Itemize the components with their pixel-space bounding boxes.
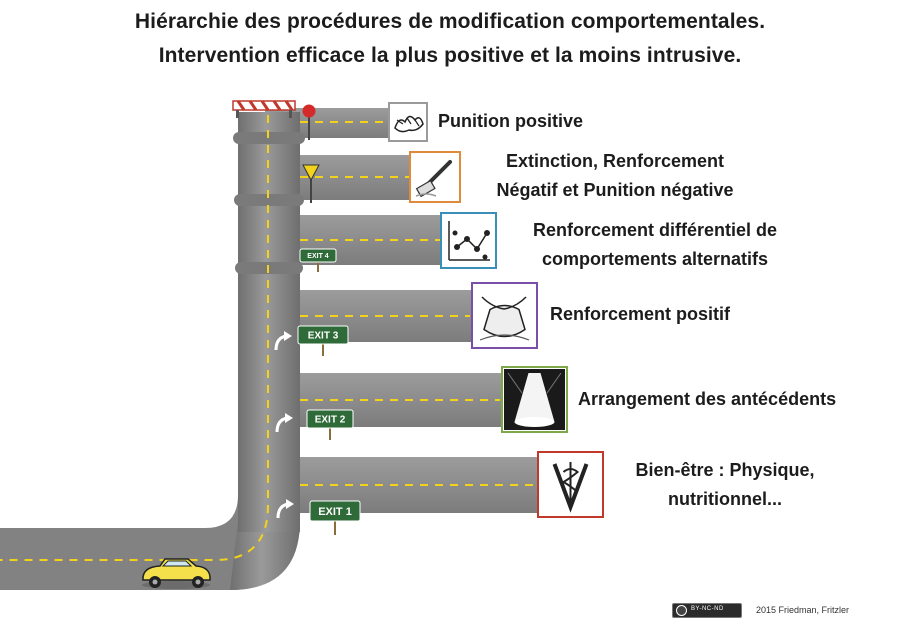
exit-sign-label: EXIT 2 — [315, 415, 346, 426]
spotlight-icon — [501, 366, 568, 433]
exit-sign-1: EXIT 1 — [309, 500, 361, 535]
turn-arrows — [274, 331, 294, 519]
level-label-4: Renforcement positif — [550, 304, 731, 324]
level-label-1: Punition positive — [438, 111, 584, 131]
exit-sign-4: EXIT 4 — [299, 248, 337, 272]
exit-sign-label: EXIT 1 — [318, 506, 352, 518]
yield-sign-icon — [302, 164, 320, 203]
level-label-6: Bien-être : Physique,nutritionnel... — [635, 460, 815, 509]
eraser-icon — [409, 151, 461, 203]
exit-sign-label: EXIT 4 — [307, 253, 329, 260]
stop-sign-icon — [302, 104, 316, 140]
exit-sign-2: EXIT 2 — [306, 409, 354, 440]
caduceus-icon — [537, 451, 604, 518]
exit-signs: EXIT 4 EXIT 3 EXIT 2 EXIT 1 — [297, 248, 361, 535]
cc-icon — [676, 605, 687, 616]
title-line-2: Intervention efficace la plus positive e… — [158, 44, 742, 67]
bandaged-hand-icon — [388, 102, 428, 142]
exit-sign-label: EXIT 3 — [308, 331, 339, 342]
road-barrier — [232, 100, 296, 118]
exit-sign-3: EXIT 3 — [297, 325, 349, 356]
cc-license-badge: BY-NC-ND — [672, 603, 742, 618]
title-line-1: Hiérarchie des procédures de modificatio… — [134, 10, 766, 33]
icon-frames — [388, 102, 604, 518]
level-label-5: Arrangement des antécédents — [578, 389, 837, 409]
yellow-car-icon — [142, 558, 211, 589]
line-graph-icon — [440, 212, 497, 269]
treat-pouch-icon — [471, 282, 538, 349]
lane-markings — [0, 115, 535, 561]
credit-text: 2015 Friedman, Fritzler — [756, 605, 850, 615]
